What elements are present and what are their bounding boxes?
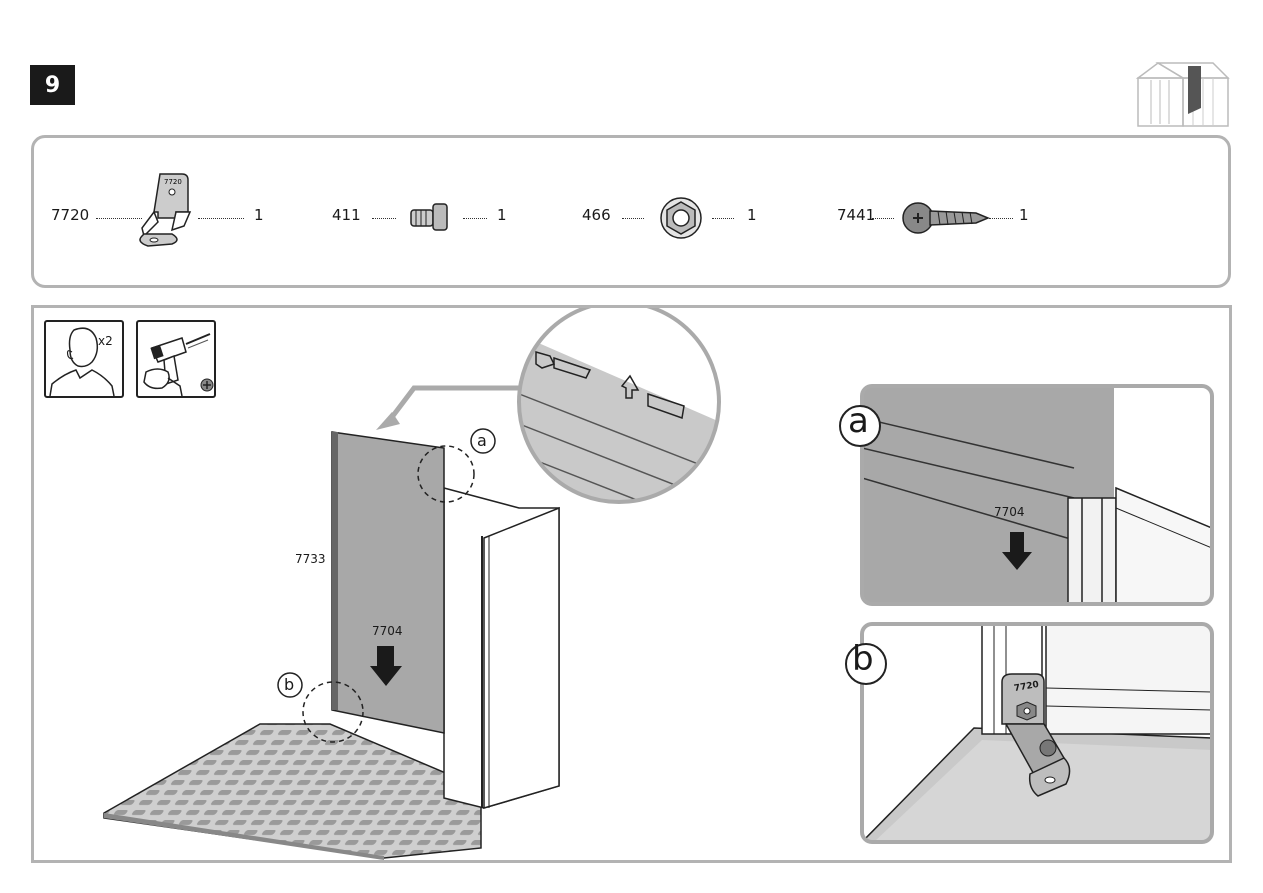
part-item: 411 1	[329, 138, 549, 288]
part-quantity: 1	[254, 206, 264, 224]
leader-line	[372, 218, 396, 219]
callout-a-label: a	[477, 431, 487, 450]
shed-assembly-illustration	[103, 308, 1214, 860]
part-code: 411	[332, 206, 361, 224]
part-item: 7720 7720 1	[34, 138, 294, 288]
leader-line	[872, 218, 894, 219]
floor-base	[103, 723, 482, 860]
hex-nut-icon	[660, 197, 702, 239]
part-quantity: 1	[1019, 206, 1029, 224]
phillips-bit-icon	[200, 378, 214, 392]
detail-b-letter: b	[852, 639, 874, 679]
detail-b-view	[860, 622, 1214, 844]
side-wall	[443, 487, 560, 810]
assembly-frame: x2	[31, 305, 1232, 863]
callout-b-label: b	[284, 675, 295, 694]
step-number: 9	[30, 65, 75, 105]
magnifier-detail	[517, 308, 721, 504]
screw-icon	[902, 202, 990, 234]
leader-line	[712, 218, 734, 219]
part-quantity: 1	[747, 206, 757, 224]
power-drill-icon	[143, 333, 211, 396]
leader-line	[198, 218, 244, 219]
angle-bracket-icon: 7720	[139, 173, 192, 247]
person-icon	[49, 327, 115, 396]
people-count: x2	[98, 334, 113, 348]
leader-line	[96, 218, 142, 219]
part-quantity: 1	[497, 206, 507, 224]
detail-a-letter: a	[848, 401, 869, 441]
parts-list: 7720 7720 1 411 1 466	[31, 135, 1231, 288]
part-item: 7441 1	[834, 138, 1094, 288]
two-people-card: x2	[44, 320, 124, 398]
part-item: 466 1	[579, 138, 799, 288]
svg-text:7720: 7720	[164, 178, 182, 186]
leader-line	[622, 218, 644, 219]
square-bolt-icon	[410, 203, 448, 231]
part-code: 466	[582, 206, 611, 224]
panel-7733-label: 7733	[295, 552, 326, 566]
detail-a-code: 7704	[994, 505, 1025, 519]
part-code: 7441	[837, 206, 876, 224]
back-panel-7733	[331, 431, 445, 734]
leader-line	[989, 218, 1013, 219]
detail-a-view	[860, 384, 1214, 606]
leader-line	[463, 218, 487, 219]
panel-7704-label: 7704	[372, 624, 403, 638]
part-code: 7720	[51, 206, 90, 224]
drill-card	[136, 320, 216, 398]
shed-thumbnail-icon	[1135, 62, 1230, 127]
